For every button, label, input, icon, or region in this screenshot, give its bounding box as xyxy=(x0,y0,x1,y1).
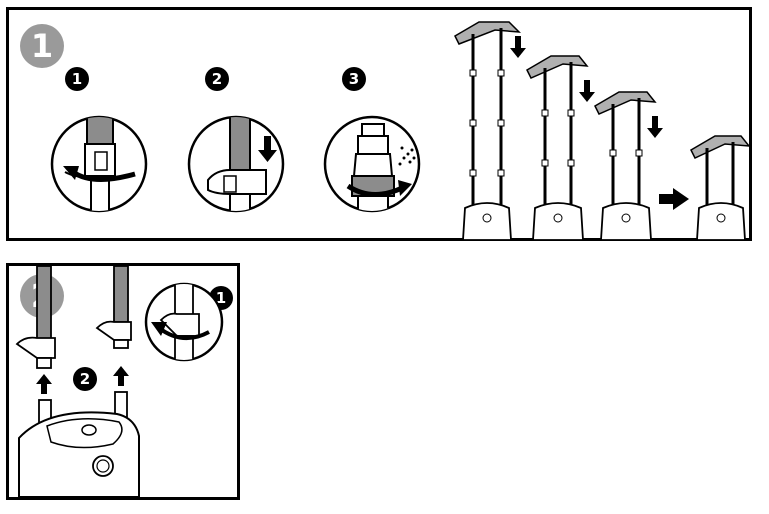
up-arrow-icon xyxy=(113,366,129,386)
twist-unlock-illustration xyxy=(50,115,148,213)
up-arrow-icon xyxy=(36,374,52,394)
twist-spray-illustration xyxy=(323,115,421,213)
down-arrow-icon xyxy=(510,36,526,58)
down-arrow-icon xyxy=(647,116,663,138)
pole-removal-illustration xyxy=(15,265,224,498)
substep-2-badge: 2 xyxy=(205,67,229,91)
steamer-short xyxy=(690,135,751,241)
steamer-medium-tall xyxy=(526,55,589,241)
substep-2-badge: 2 xyxy=(73,367,97,391)
twist-arrow-icon xyxy=(346,180,412,197)
down-arrow-icon xyxy=(258,136,277,162)
step-1-panel: 1 1 2 3 xyxy=(6,7,752,241)
twist-arrow-icon xyxy=(63,166,136,183)
step-2-panel: 2 1 2 xyxy=(6,263,240,500)
substep-3-badge: 3 xyxy=(342,67,366,91)
steamer-base xyxy=(18,391,140,498)
steamer-tall xyxy=(454,21,521,241)
substep-1-badge: 1 xyxy=(65,67,89,91)
push-down-illustration xyxy=(187,115,285,213)
step-1-badge: 1 xyxy=(20,24,64,68)
twist-detail-circle xyxy=(144,282,224,362)
pole-right xyxy=(95,265,132,349)
right-arrow-icon xyxy=(659,188,689,210)
down-arrow-icon xyxy=(579,80,595,102)
spray-icon xyxy=(398,146,416,166)
twist-arrow-icon xyxy=(151,322,210,340)
pole-left xyxy=(15,265,56,369)
steamer-medium xyxy=(594,91,657,241)
steamer-lowering-sequence xyxy=(454,21,751,241)
